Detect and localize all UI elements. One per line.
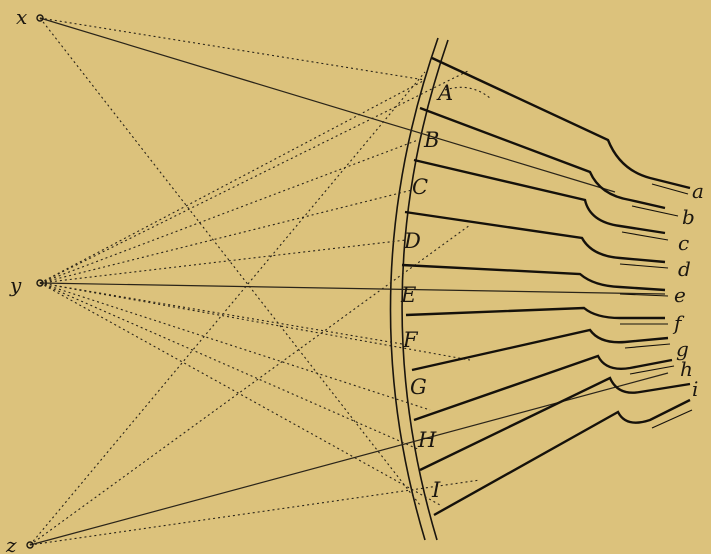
facet-label-c: C [412,175,428,199]
dotted-rays [30,18,490,545]
point-x-label: x [16,5,27,29]
ending-label-i: i [692,377,698,401]
facet-label-i: I [431,478,441,502]
ending-label-b: b [682,205,695,229]
point-y-label: y [9,273,22,297]
ending-label-a: a [692,179,704,203]
ending-label-f: f [672,311,685,335]
facet-label-g: G [410,375,427,399]
solid-rays [30,18,668,545]
ending-label-e: e [674,283,686,307]
facet-label-a: A [436,81,453,105]
facet-cones [402,58,692,515]
point-z-label: z [5,533,17,554]
ending-label-d: d [678,257,691,281]
facet-label-f: F [402,328,419,352]
facet-label-e: E [400,283,416,307]
source-points [27,15,43,548]
facet-label-d: D [403,229,421,253]
facet-label-b: B [423,128,439,152]
ending-label-c: c [678,231,689,255]
facet-label-h: H [417,428,437,452]
ending-label-h: h [680,357,693,381]
